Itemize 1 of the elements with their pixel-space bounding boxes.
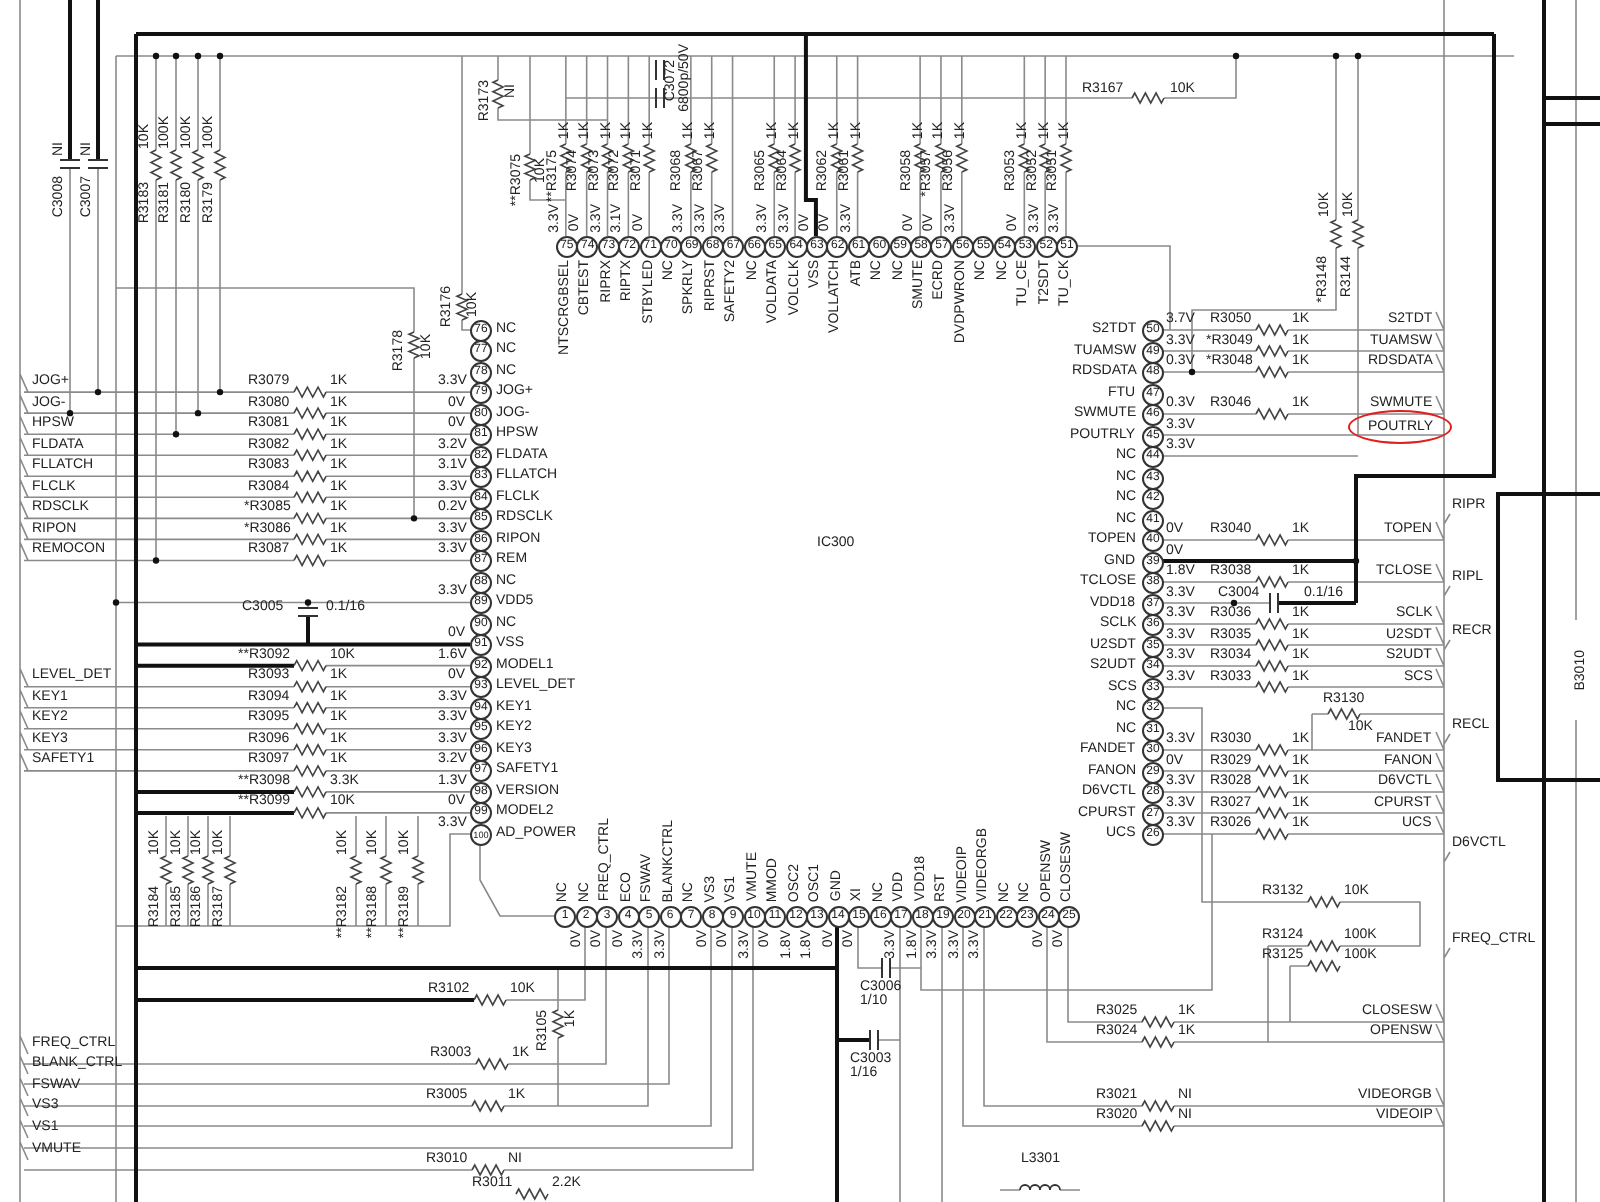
highlight-ellipse bbox=[1348, 410, 1452, 444]
